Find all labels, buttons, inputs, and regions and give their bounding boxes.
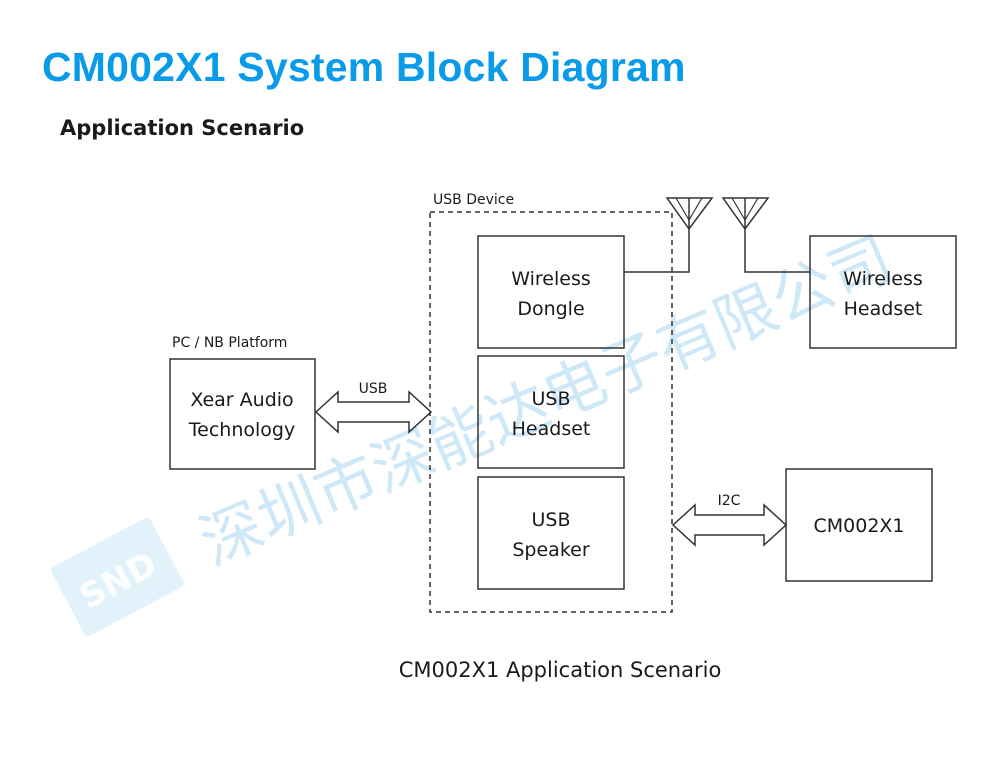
section-subtitle: Application Scenario: [60, 116, 305, 140]
usb-double-arrow: [314, 390, 433, 434]
wireless-dongle-line2: Dongle: [517, 298, 584, 320]
usb-headset-line2: Headset: [512, 418, 591, 440]
usb-link-label: USB: [359, 381, 388, 397]
usb-speaker-line1: USB: [531, 509, 570, 531]
i2c-link-label: I2C: [718, 493, 741, 509]
usb-headset-line1: USB: [531, 388, 570, 410]
pc-platform-label: PC / NB Platform: [172, 335, 287, 351]
wireless-headset-box: [809, 235, 957, 349]
usb-speaker-line2: Speaker: [512, 539, 589, 561]
usb-device-label: USB Device: [433, 192, 514, 208]
headset-antenna-line: [744, 229, 810, 273]
pc-platform-line1: Xear Audio: [190, 389, 293, 411]
usb-headset-box: [477, 355, 625, 469]
i2c-double-arrow: [671, 503, 788, 547]
watermark: SND 深圳市深能达电子有限公司: [51, 222, 903, 637]
dongle-antenna-icon: [665, 197, 714, 231]
dongle-antenna-line: [624, 229, 690, 273]
watermark-logo-box: [51, 517, 184, 637]
headset-antenna-icon: [721, 197, 770, 231]
wireless-dongle-line1: Wireless: [511, 268, 591, 290]
usb-speaker-box: [477, 476, 625, 590]
pc-platform-box: [169, 358, 316, 470]
wireless-dongle-box: [477, 235, 625, 349]
pc-platform-line2: Technology: [188, 419, 295, 441]
page-title: CM002X1 System Block Diagram: [42, 44, 686, 90]
cm002x1-label: CM002X1: [813, 515, 904, 537]
wireless-headset-line1: Wireless: [843, 268, 923, 290]
figure-caption: CM002X1 Application Scenario: [398, 658, 722, 682]
wireless-headset-line2: Headset: [844, 298, 923, 320]
